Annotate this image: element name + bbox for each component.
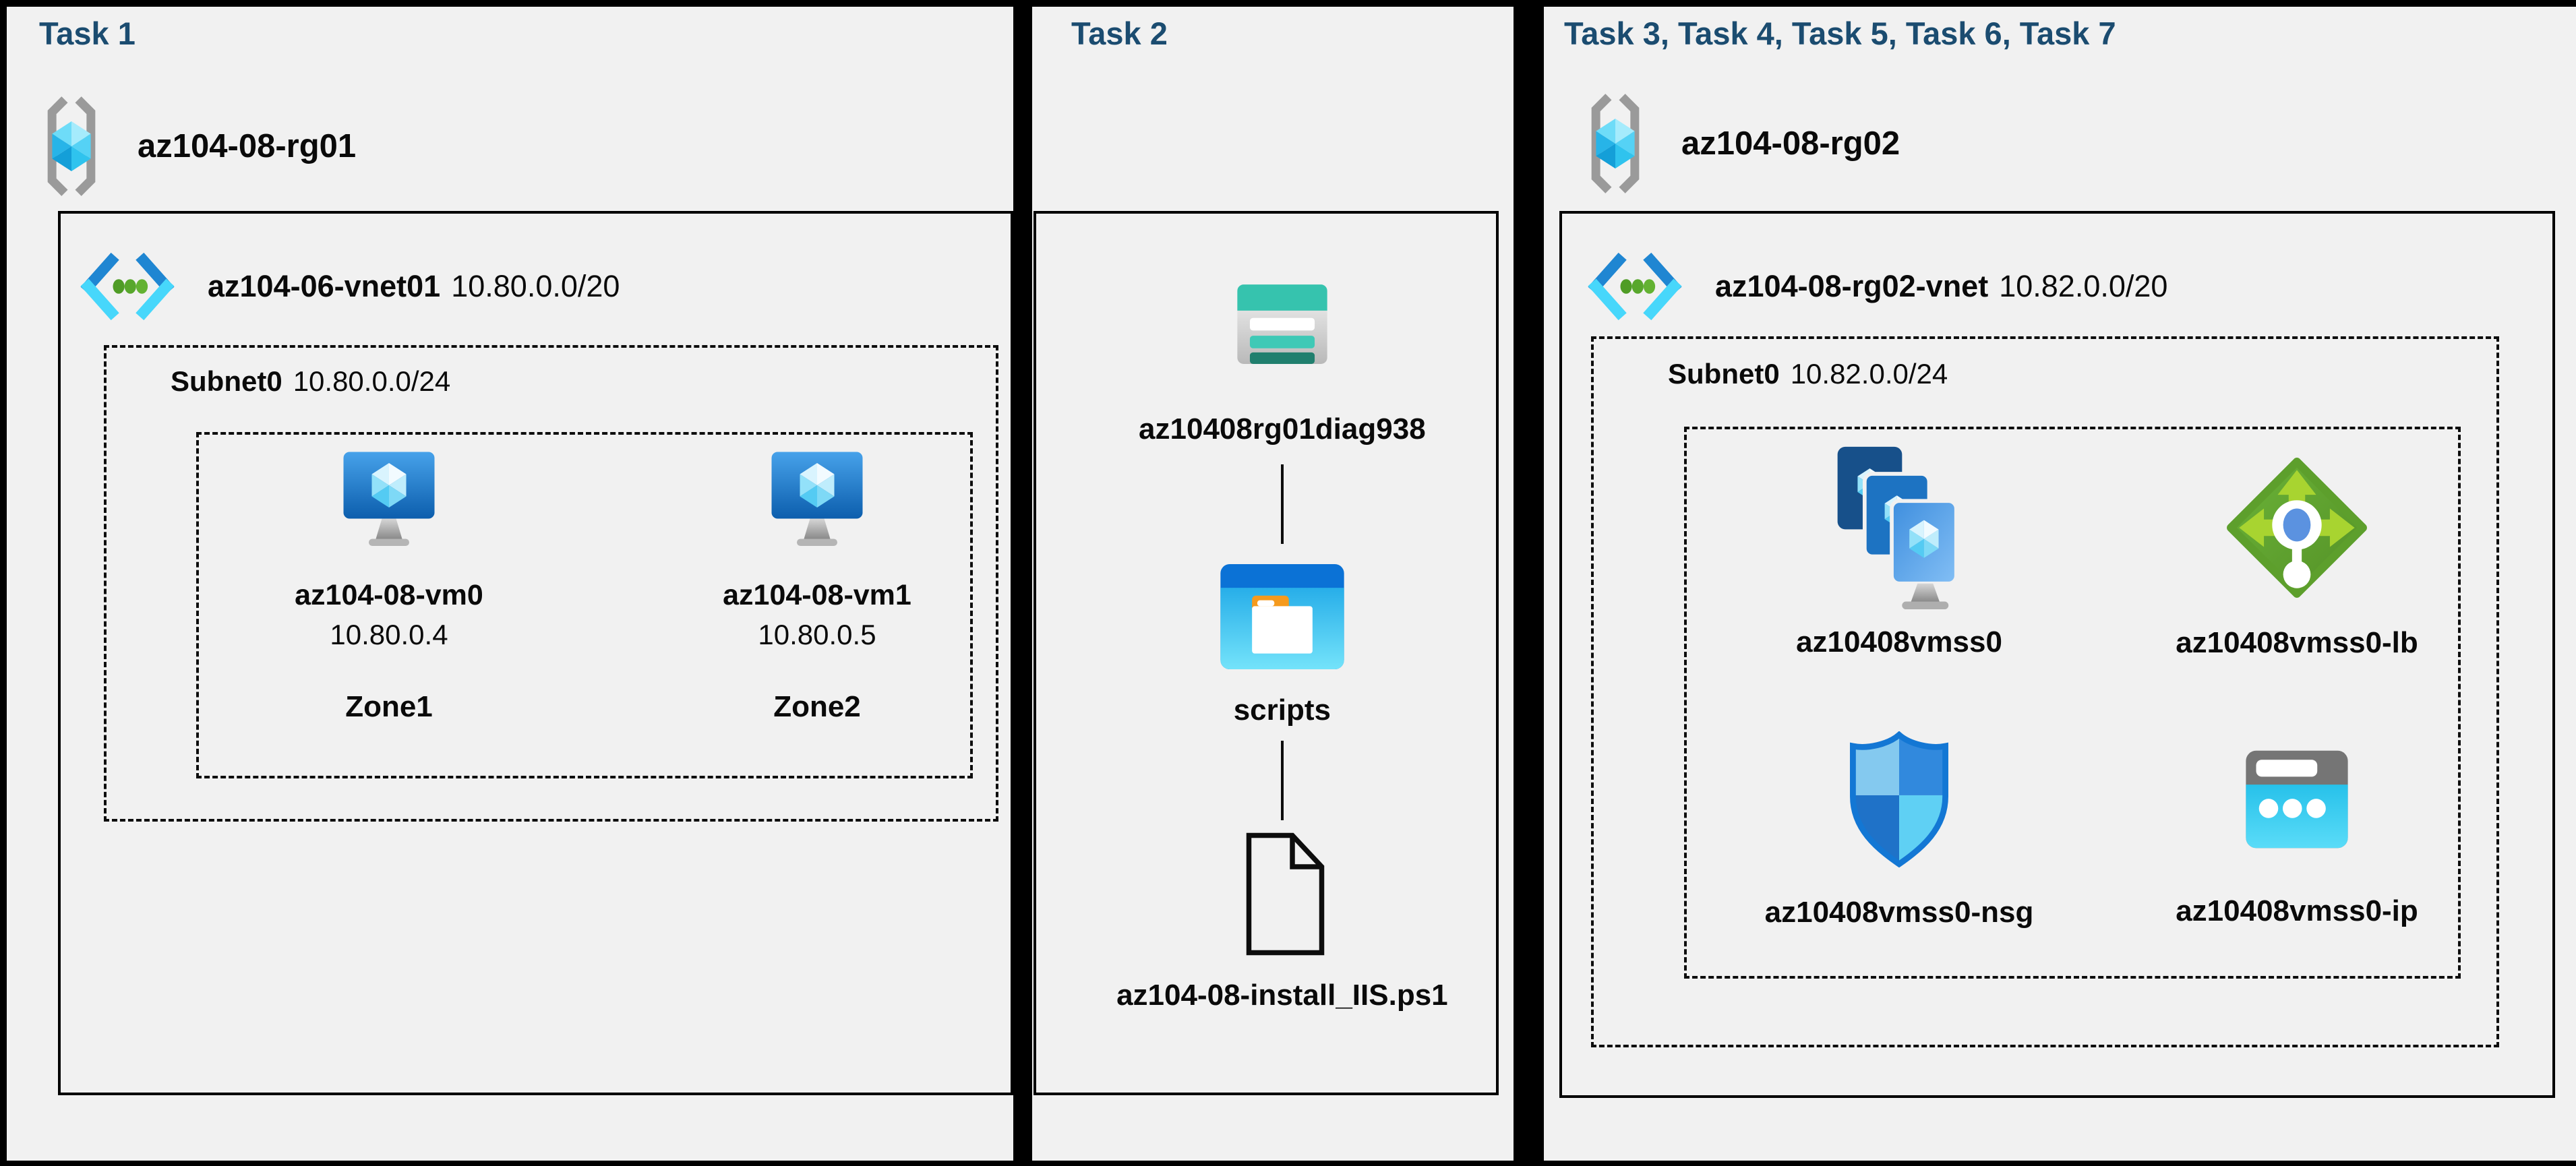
- resource-group-name: az104-08-rg02: [1681, 125, 1900, 162]
- vnet-name: az104-06-vnet01: [208, 269, 441, 303]
- vm-zone: Zone2: [773, 690, 861, 723]
- vm1-group: az104-08-vm1 10.80.0.5 Zone2: [676, 448, 959, 724]
- task3-7-title: Task 3, Task 4, Task 5, Task 6, Task 7: [1564, 16, 2116, 51]
- vm-zone: Zone1: [345, 690, 433, 723]
- vm-ip: 10.80.0.4: [330, 619, 448, 650]
- folder-icon: [1220, 564, 1344, 669]
- public-ip-name: az10408vmss0-ip: [2176, 894, 2418, 927]
- resource-group-icon: [1591, 94, 1640, 193]
- subnet-label: Subnet0 10.82.0.0/24: [1668, 358, 1948, 390]
- vm-icon: [771, 452, 863, 546]
- vnet-title: az104-06-vnet01 10.80.0.0/20: [208, 269, 620, 304]
- storage-account-group: [1226, 271, 1338, 375]
- vm-zone-box: az104-08-vm0 10.80.0.4 Zone1 az104-08-vm…: [196, 432, 973, 778]
- subnet0-box: Subnet0 10.82.0.0/24 az10408vmss0: [1591, 336, 2499, 1047]
- resource-group-name: az104-08-rg01: [138, 128, 357, 164]
- vnet-cidr: 10.80.0.0/20: [451, 269, 620, 303]
- resource-group-rg01: az104-08-rg01: [40, 96, 356, 197]
- vnet-header: az104-08-rg02-vnet 10.82.0.0/20: [1587, 253, 2167, 320]
- subnet0-box: Subnet0 10.80.0.0/24 az104-08-vm0 10.80.0…: [104, 345, 998, 822]
- file-icon: [1246, 832, 1325, 956]
- connector-line: [1280, 464, 1284, 544]
- vnet-box-rg02: az104-08-rg02-vnet 10.82.0.0/20 Subnet0 10…: [1559, 211, 2555, 1098]
- script-file-name: az104-08-install_IIS.ps1: [1116, 979, 1448, 1012]
- subnet-label: Subnet0 10.80.0.0/24: [171, 365, 450, 398]
- nsg-icon: [1850, 731, 1948, 868]
- vnet-title: az104-08-rg02-vnet 10.82.0.0/20: [1715, 269, 2167, 304]
- task2-box: az10408rg01diag938 scripts az104-08-inst…: [1034, 211, 1499, 1095]
- vmss-icon: [1837, 446, 1958, 609]
- vm0-group: az104-08-vm0 10.80.0.4 Zone1: [247, 448, 531, 724]
- task2-panel: Task 2 az10408rg01diag938 scripts: [1032, 7, 1514, 1161]
- subnet-name: Subnet0: [1668, 358, 1780, 390]
- resource-group-rg02: az104-08-rg02: [1584, 93, 1900, 194]
- load-balancer-group: az10408vmss0-lb: [2101, 456, 2492, 660]
- subnet-cidr: 10.80.0.0/24: [293, 365, 451, 397]
- connector-line: [1280, 741, 1284, 820]
- vm-icon: [343, 452, 435, 546]
- vnet-cidr: 10.82.0.0/20: [1999, 269, 2168, 303]
- load-balancer-icon: [2227, 458, 2367, 598]
- storage-account-icon: [1237, 284, 1327, 364]
- resource-group-icon: [47, 96, 96, 196]
- vm-ip: 10.80.0.5: [758, 619, 876, 650]
- nsg-group: az10408vmss0-nsg: [1704, 731, 2095, 929]
- script-file-group: [1232, 830, 1333, 958]
- nsg-name: az10408vmss0-nsg: [1764, 896, 2034, 929]
- container-group: [1216, 559, 1348, 675]
- vnet-icon: [80, 253, 175, 320]
- task1-panel: Task 1 az104-08-rg01 az104-06-vnet01 10.8…: [7, 7, 1013, 1161]
- vmss-group: az10408vmss0: [1704, 444, 2095, 659]
- public-ip-group: az10408vmss0-ip: [2101, 746, 2492, 928]
- vmss-name: az10408vmss0: [1796, 625, 2002, 658]
- vnet-icon: [1588, 253, 1682, 320]
- task2-title: Task 2: [1071, 16, 1168, 51]
- task1-title: Task 1: [39, 16, 136, 51]
- vm-name: az104-08-vm0: [295, 579, 483, 611]
- container-name: scripts: [1233, 694, 1331, 727]
- public-ip-icon: [2246, 750, 2348, 849]
- vnet-header: az104-06-vnet01 10.80.0.0/20: [80, 253, 620, 320]
- vm-name: az104-08-vm1: [723, 579, 911, 611]
- load-balancer-name: az10408vmss0-lb: [2176, 626, 2418, 659]
- storage-account-name: az10408rg01diag938: [1139, 412, 1426, 446]
- subnet-name: Subnet0: [171, 365, 282, 397]
- subnet-cidr: 10.82.0.0/24: [1790, 358, 1948, 390]
- vmss-resources-box: az10408vmss0 az10408vmss0-lb: [1684, 427, 2461, 979]
- vnet-box-rg01: az104-06-vnet01 10.80.0.0/20 Subnet0 10.80…: [58, 211, 1013, 1095]
- vnet-name: az104-08-rg02-vnet: [1715, 269, 1989, 303]
- task3-7-panel: Task 3, Task 4, Task 5, Task 6, Task 7 a…: [1544, 7, 2576, 1161]
